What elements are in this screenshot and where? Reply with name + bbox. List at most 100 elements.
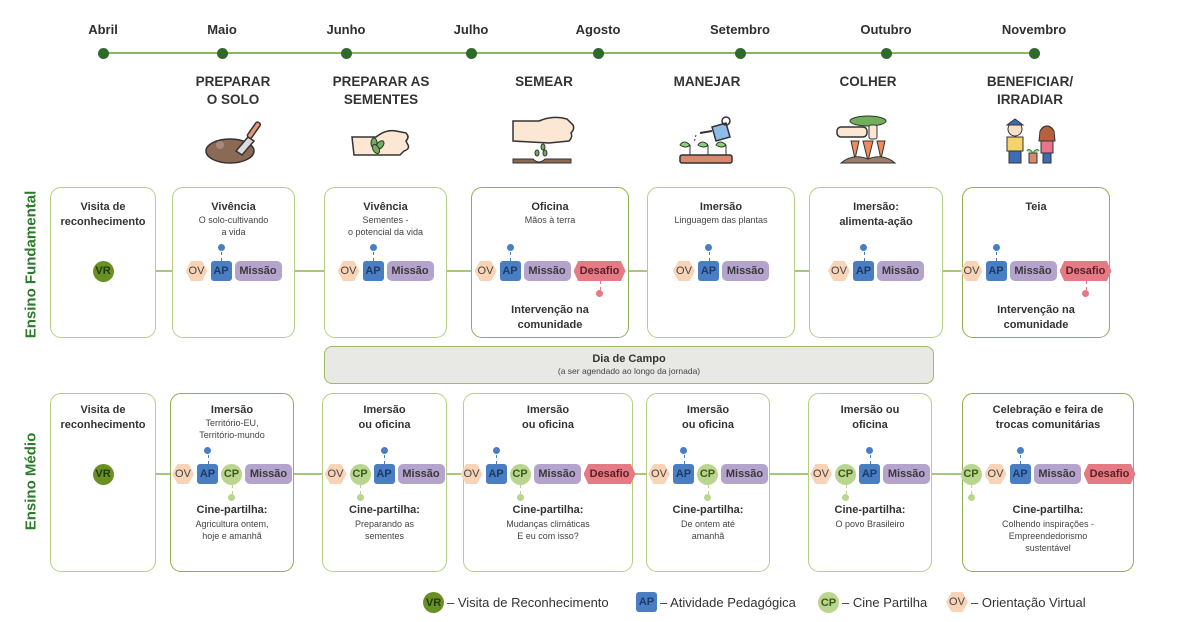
cine-partilha-text: sustentável <box>1025 543 1071 553</box>
badge-ov[interactable]: OV <box>460 464 483 484</box>
ap-connector <box>510 252 511 261</box>
badge-ap[interactable]: AP <box>698 261 719 281</box>
field-day-box: Dia de Campo (a ser agendado ao longo da… <box>324 346 934 384</box>
badge-ap[interactable]: AP <box>1009 464 1031 484</box>
box-subtitle-line2: a vida <box>221 227 246 237</box>
ap-connector <box>496 455 497 464</box>
row-label-medio: Ensino Médio <box>22 432 40 531</box>
badge-desafio[interactable]: Desafio <box>573 261 626 281</box>
badge-missao[interactable]: Missão <box>523 261 571 281</box>
hand-seeds-icon <box>346 115 416 165</box>
ap-connector <box>863 252 865 261</box>
ap-connector <box>996 252 997 261</box>
cine-partilha-text: Preparando as <box>354 519 415 529</box>
badge-ov[interactable]: OV <box>810 464 832 484</box>
badge-missao[interactable]: Missão <box>883 464 930 484</box>
cine-partilha-title: Cine-partilha: <box>672 504 744 516</box>
ap-pin-dot <box>380 447 388 454</box>
badge-ov[interactable]: OV <box>185 261 208 281</box>
badge-missao[interactable]: Missão <box>722 261 769 281</box>
box-subtitle: Mãos à terra <box>524 215 576 225</box>
badge-ov[interactable]: OV <box>324 464 347 484</box>
cine-partilha-title: Cine-partilha: <box>512 504 584 516</box>
box-footer: Intervenção na <box>511 304 589 316</box>
badge-ap[interactable]: AP <box>210 261 232 281</box>
harvest-carrots-icon <box>833 115 903 165</box>
ap-connector <box>221 252 222 261</box>
badge-ov[interactable]: OV <box>474 261 497 281</box>
badge-ap[interactable]: AP <box>673 464 694 484</box>
badge-cp[interactable]: CP <box>960 463 982 485</box>
cp-pin-dot <box>516 494 524 501</box>
people-plants-icon <box>995 115 1065 165</box>
cp-connector <box>971 485 972 494</box>
box-title-line2: ou oficina <box>522 419 574 431</box>
badge-ov[interactable]: OV <box>172 464 194 484</box>
badge-cp[interactable]: CP <box>509 463 531 485</box>
badge-desafio[interactable]: Desafio <box>1083 464 1136 484</box>
stage-label: BENEFICIAR/IRRADIAR <box>960 73 1100 109</box>
badge-ap[interactable]: AP <box>197 464 218 484</box>
stage-label-line1: MANEJAR <box>673 74 741 89</box>
badge-ap[interactable]: AP <box>985 261 1007 281</box>
box-subtitle-line2: o potencial da vida <box>347 227 424 237</box>
cine-partilha-text: Agricultura ontem, <box>195 519 269 529</box>
box-title: Imersão <box>699 201 743 213</box>
badge-desafio[interactable]: Desafio <box>583 464 636 484</box>
badge-missao[interactable]: Missão <box>386 261 434 281</box>
box-footer: Intervenção na <box>997 304 1075 316</box>
cine-partilha-text: Colhendo inspirações - <box>1001 519 1095 529</box>
ap-pin-dot <box>1016 447 1024 454</box>
box-title: Visita de <box>80 201 126 213</box>
legend-text: – Visita de Reconhecimento <box>447 595 609 610</box>
box-footer-line2: comunidade <box>1003 319 1069 331</box>
badge-cp[interactable]: CP <box>835 463 856 485</box>
badge-ap[interactable]: AP <box>859 464 880 484</box>
badge-missao[interactable]: Missão <box>1033 464 1081 484</box>
badge-ap[interactable]: AP <box>485 464 507 484</box>
box-subtitle: Linguagem das plantas <box>674 215 768 225</box>
ap-pin-dot <box>992 244 1000 251</box>
row-label-fundamental: Ensino Fundamental <box>22 190 40 339</box>
badge-missao[interactable]: Missão <box>1009 261 1057 281</box>
cine-partilha-title: Cine-partilha: <box>349 504 420 516</box>
cine-partilha-text: E eu com isso? <box>517 531 579 541</box>
badge-vr[interactable]: VR <box>92 260 114 282</box>
badge-missao[interactable]: Missão <box>533 464 581 484</box>
badge-ap[interactable]: AP <box>362 261 384 281</box>
badge-ov[interactable]: OV <box>960 261 983 281</box>
ap-connector <box>1020 455 1021 464</box>
badge-ap[interactable]: AP <box>373 464 395 484</box>
box-title: Imersão: <box>853 201 899 213</box>
badge-missao[interactable]: Missão <box>721 464 768 484</box>
badge-ap[interactable]: AP <box>499 261 521 281</box>
field-day-title: Dia de Campo <box>592 353 666 365</box>
badge-missao[interactable]: Missão <box>877 261 924 281</box>
ap-pin-dot <box>369 244 377 251</box>
badge-cp[interactable]: CP <box>221 463 242 485</box>
badge-ap[interactable]: AP <box>853 261 874 281</box>
badge-cp[interactable]: CP <box>697 463 718 485</box>
legend-text: – Orientação Virtual <box>971 594 1086 610</box>
box-title-line2: trocas comunitárias <box>995 419 1101 431</box>
box-title-line2: reconhecimento <box>60 216 146 228</box>
month-label: Junho <box>326 22 366 37</box>
cp-pin-dot <box>704 494 711 501</box>
badge-missao[interactable]: Missão <box>397 464 445 484</box>
month-label: Outubro <box>860 22 912 37</box>
badge-desafio[interactable]: Desafio <box>1059 261 1112 281</box>
badge-cp[interactable]: CP <box>349 463 371 485</box>
box-subtitle-line2: Território-mundo <box>199 430 265 440</box>
badge-ov[interactable]: OV <box>828 261 850 281</box>
ap-pin-dot <box>680 447 687 454</box>
badge-missao[interactable]: Missão <box>234 261 282 281</box>
badge-ov[interactable]: OV <box>337 261 360 281</box>
badge-ov[interactable]: OV <box>984 464 1007 484</box>
badge-ov[interactable]: OV <box>648 464 670 484</box>
stage-label: COLHER <box>798 73 938 91</box>
month-label: Agosto <box>575 22 621 37</box>
badge-missao[interactable]: Missão <box>245 464 292 484</box>
stage-label-line2: IRRADIAR <box>997 92 1063 107</box>
badge-ov[interactable]: OV <box>673 261 695 281</box>
badge-vr[interactable]: VR <box>92 463 114 485</box>
